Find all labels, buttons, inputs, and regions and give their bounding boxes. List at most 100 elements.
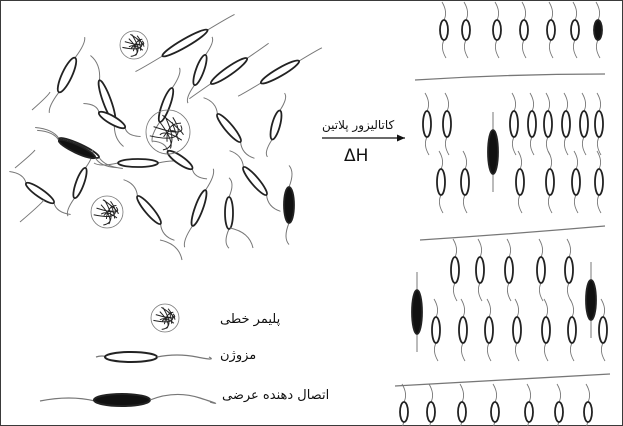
polymer-coil [91, 196, 123, 228]
mesogen-mark [599, 317, 607, 343]
chain-tail [280, 93, 286, 110]
legend-label-mesogen: مزوژن [220, 348, 256, 363]
chain-link [507, 239, 511, 257]
chain-link [544, 343, 548, 361]
chain-tail [189, 84, 211, 99]
chain-link [601, 299, 605, 317]
polymer-backbone [415, 74, 605, 80]
chain-link [539, 239, 543, 257]
chain-tail [125, 128, 141, 137]
mesogen-mark [440, 20, 448, 40]
chain-link [512, 137, 516, 155]
mesogen-mark [432, 317, 440, 343]
chain-tail [286, 223, 289, 245]
mesogen-mark [537, 257, 545, 283]
chain-tail [83, 104, 99, 113]
mesogen-mark [546, 169, 554, 195]
chain-tail [241, 142, 255, 159]
crosslinker-mark [586, 280, 596, 320]
mesogen-mark [476, 257, 484, 283]
chain-link [487, 343, 491, 361]
chain-link [582, 93, 586, 111]
mesogen-mark [160, 27, 209, 60]
mesogen-mark [225, 197, 233, 229]
chain-tail [67, 198, 74, 216]
chain-tail [226, 229, 229, 248]
chain-link [461, 299, 465, 317]
polymer-backbone [420, 226, 605, 240]
mesogen-mark [572, 169, 580, 195]
chain-link [478, 239, 482, 257]
chain-link [434, 343, 438, 361]
crosslinker-mark [412, 290, 422, 334]
mesogen-mark [568, 317, 576, 343]
catalyst-label: کاتالیزور پلاتین [322, 118, 394, 132]
mesogen-mark [24, 180, 56, 206]
polymer-coil [146, 110, 190, 154]
mesogen-mark [528, 111, 536, 137]
mesogen-mark [544, 111, 552, 137]
chain-link [601, 343, 605, 361]
chain-tail [205, 37, 212, 55]
chain-link [527, 384, 531, 402]
chain-link [493, 384, 497, 402]
chain-link [487, 299, 491, 317]
chain-tail [289, 165, 292, 187]
chain-link [597, 195, 601, 213]
mesogen-mark [547, 20, 555, 40]
mesogen-mark [493, 20, 501, 40]
chain-link [463, 195, 467, 213]
chain-link [445, 137, 449, 155]
chain-link [507, 283, 511, 301]
polymer-chain [230, 228, 253, 248]
crosslinker-mark [488, 130, 498, 174]
chain-link [573, 40, 577, 58]
polymer-coil [120, 31, 148, 59]
chain-link [442, 40, 446, 58]
polymer-chain [15, 150, 35, 168]
chain-link [546, 93, 550, 111]
chain-link [548, 151, 552, 169]
mesogen-mark [214, 112, 243, 145]
chain-tail [90, 56, 99, 81]
chain-link [573, 2, 577, 20]
mesogen-mark [520, 20, 528, 40]
chain-tail [230, 151, 244, 168]
mesogen-mark [458, 402, 466, 422]
chain-link [461, 343, 465, 361]
chain-link [495, 2, 499, 20]
mesogen-mark [580, 111, 588, 137]
chain-link [548, 195, 552, 213]
chain-link [518, 195, 522, 213]
mesogen-mark [54, 56, 79, 95]
chain-link [445, 93, 449, 111]
chain-tail [152, 122, 160, 142]
mesogen-mark [595, 169, 603, 195]
chain-link [463, 151, 467, 169]
chain-link [425, 137, 429, 155]
chain-link [522, 40, 526, 58]
mesogen-mark [240, 165, 269, 198]
mesogen-mark [491, 402, 499, 422]
legend-label-polymer: پلیمر خطی [220, 312, 280, 327]
mesogen-mark [571, 20, 579, 40]
chain-tail [238, 83, 261, 96]
chain-link [453, 283, 457, 301]
mesogen-mark [118, 159, 158, 167]
chain-link [549, 40, 553, 58]
reaction-arrow [322, 135, 405, 142]
chain-link [574, 151, 578, 169]
chain-link [425, 93, 429, 111]
chain-tail [267, 195, 281, 212]
chain-link [597, 93, 601, 111]
chain-link [518, 151, 522, 169]
mesogen-mark [189, 189, 210, 227]
chain-tail [37, 130, 59, 140]
chain-link [460, 384, 464, 402]
crosslinker-mark [284, 187, 294, 223]
mesogen-mark [451, 257, 459, 283]
chain-link [567, 283, 571, 301]
chain-link [539, 283, 543, 301]
chain-tail [49, 92, 59, 113]
